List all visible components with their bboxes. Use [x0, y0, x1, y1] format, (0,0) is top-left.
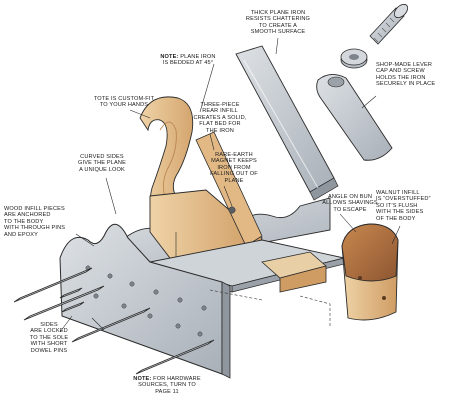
walnut-bun	[341, 223, 399, 321]
dowel-pins	[13, 267, 215, 375]
callout-rear-infill: Three-piece rear infill creates a solid,…	[193, 102, 247, 134]
dowel-pin-long-3	[71, 307, 151, 343]
note-hardware: NOTE: For hardware sources, turn to page…	[128, 376, 206, 395]
front-infill-in-body	[261, 251, 327, 293]
callout-curved-sides: Curved sides give the plane a unique loo…	[77, 154, 126, 173]
lever-cap-screw	[340, 3, 409, 69]
callout-tote: Tote is custom-fit to your hands	[93, 96, 155, 109]
callout-wood-infill: Wood infill pieces are anchored to the b…	[4, 206, 66, 238]
note-plane-iron-text: Plane iron is bedded at 45°	[162, 54, 216, 67]
dowel-pin-long-2	[23, 285, 105, 321]
plane-iron	[235, 45, 339, 201]
callout-walnut-infill: Walnut infill is “overstuffed” so it’s f…	[376, 190, 431, 222]
callout-sides-locked: Sides are locked to the sole with short …	[29, 322, 69, 354]
dowel-pin-short-1	[59, 287, 83, 299]
magnet-icon	[228, 206, 236, 214]
callout-lever-cap: Shop-made lever cap and screw holds the …	[376, 62, 436, 88]
leader-lines	[59, 37, 401, 333]
assembly-guides	[209, 289, 331, 326]
callout-magnet: Rare-earth magnet keeps iron from fallin…	[210, 152, 258, 184]
callout-thick-iron: Thick plane iron resists chattering to c…	[245, 10, 311, 36]
note-plane-iron: NOTE: Plane iron is bedded at 45°	[148, 54, 228, 67]
dowel-pin-long-4	[135, 339, 215, 375]
dowel-pin-long-1	[13, 267, 93, 303]
note-label: NOTE:	[160, 54, 179, 60]
callout-angle-bun: Angle on bun allows shavings to escape	[322, 194, 378, 213]
note-label: NOTE:	[133, 376, 152, 382]
note-hardware-text: For hardware sources, turn to page 11	[138, 376, 201, 395]
lever-cap	[316, 74, 393, 161]
dowel-pin-short-2	[61, 301, 85, 313]
plane-body-near-side	[59, 223, 231, 379]
